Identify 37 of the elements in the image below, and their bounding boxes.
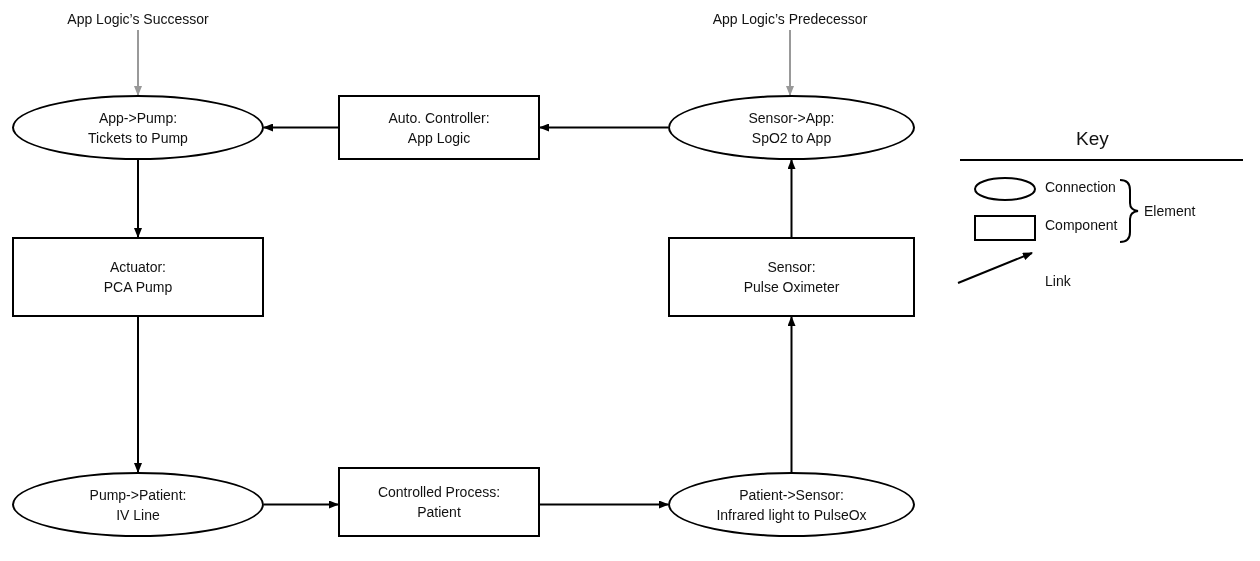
node-label: Auto. Controller:	[388, 108, 490, 128]
component-box	[12, 237, 264, 317]
node-label: App Logic’s Predecessor	[712, 10, 868, 29]
node-label: App Logic	[407, 128, 471, 148]
arrow	[134, 159, 142, 238]
node-label: App Logic’s Successor	[67, 10, 209, 29]
arrow	[539, 123, 669, 132]
node-label: Controlled Process:	[377, 483, 501, 502]
legend-label: Link	[1045, 273, 1071, 290]
node-label: SpO2 to App	[751, 128, 832, 148]
node-label: Pump->Patient:	[89, 485, 187, 505]
node-label: Pulse Oximeter	[743, 278, 840, 297]
component-box	[668, 237, 915, 317]
node-label: Sensor->App:	[748, 108, 835, 128]
node-label: Patient->Sensor:	[739, 485, 844, 505]
arrow	[263, 500, 339, 509]
arrow	[134, 316, 142, 473]
node-label: Actuator:	[110, 258, 166, 277]
node-label: Infrared light to PulseOx	[716, 505, 867, 525]
node-label: Tickets to Pump	[88, 128, 188, 148]
key-title: Key	[1076, 128, 1109, 151]
component-box	[338, 467, 540, 537]
node-label: Patient	[417, 503, 461, 522]
arrow	[539, 500, 669, 509]
arrow	[786, 29, 794, 96]
group-label: Element	[1144, 203, 1196, 220]
node-label: Sensor:	[767, 258, 816, 277]
arrow	[787, 316, 796, 473]
component-box	[338, 95, 540, 160]
node-label: App->Pump:	[98, 108, 178, 128]
arrow	[787, 159, 796, 238]
arrow	[134, 29, 142, 96]
arrow	[263, 123, 339, 132]
node-label: PCA Pump	[103, 278, 173, 297]
legend-label: Connection	[1045, 179, 1116, 196]
legend-label: Component	[1045, 217, 1118, 234]
node-label: IV Line	[116, 505, 160, 525]
